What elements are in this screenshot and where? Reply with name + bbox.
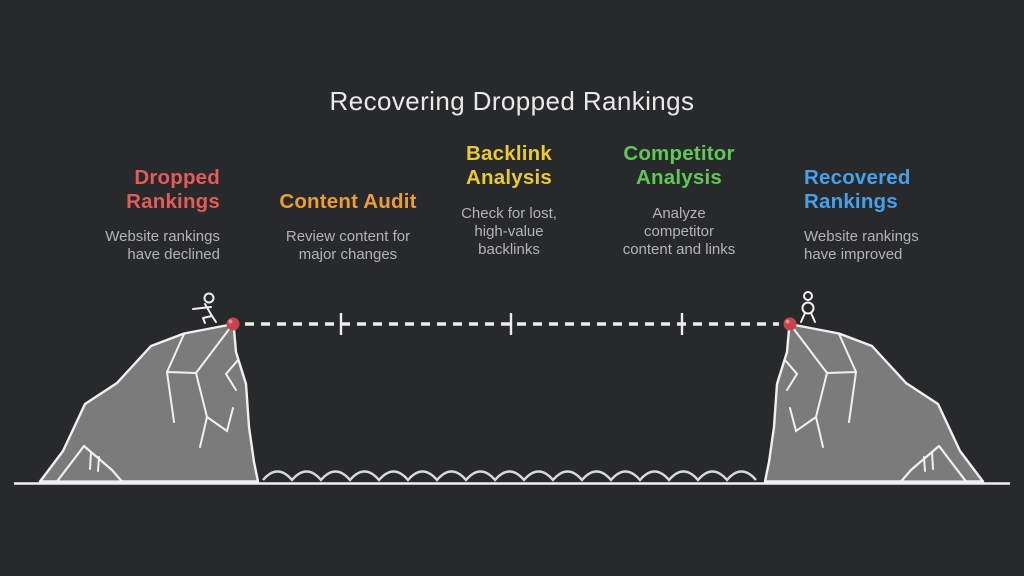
left-cliff [38, 322, 260, 483]
right-cliff [763, 322, 985, 483]
stage-recovered-rankings: Recovered Rankings Website rankings have… [804, 166, 944, 264]
start-marker-highlight [228, 319, 233, 324]
stage-description: Analyze competitor content and links [622, 204, 736, 259]
page-title: Recovering Dropped Rankings [329, 86, 695, 116]
stage-description: Review content for major changes [285, 227, 411, 264]
stage-title: Backlink Analysis [466, 142, 552, 189]
stage-competitor-analysis: Competitor Analysis Analyze competitor c… [609, 142, 749, 259]
fallen-person-icon [192, 292, 217, 324]
stage-title: Recovered Rankings [804, 166, 911, 213]
end-marker-highlight [785, 319, 790, 324]
water-wave-line [262, 470, 757, 482]
stage-description: Website rankings have declined [105, 227, 220, 263]
stage-description: Check for lost, high-value backlinks [461, 204, 557, 259]
celebrating-person-icon [800, 291, 816, 323]
stage-backlink-analysis: Backlink Analysis Check for lost, high-v… [449, 142, 569, 259]
stage-content-audit: Content Audit Review content for major c… [268, 190, 428, 264]
start-marker-dot [226, 317, 240, 331]
stage-title: Dropped Rankings [126, 166, 220, 213]
stage-title: Competitor Analysis [623, 142, 735, 189]
stage-title: Content Audit [279, 190, 417, 213]
end-marker-dot [783, 317, 797, 331]
stage-dropped-rankings: Dropped Rankings Website rankings have d… [90, 166, 220, 264]
stage-description: Website rankings have improved [804, 227, 919, 263]
